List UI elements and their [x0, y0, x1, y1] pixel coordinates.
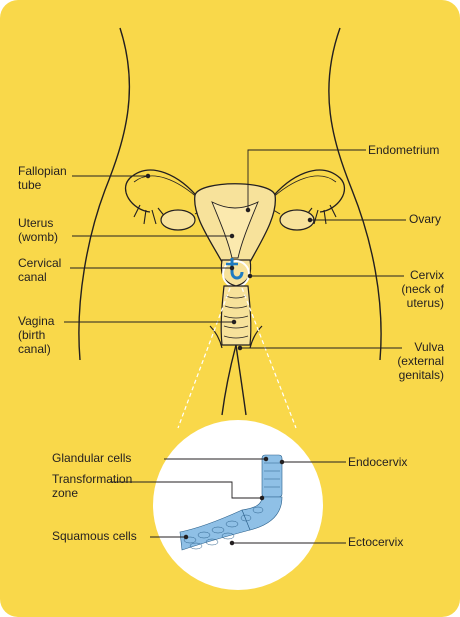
label-ovary: Ovary [409, 212, 442, 226]
leader-lines [64, 149, 406, 546]
cell-texture [183, 462, 280, 550]
body-outline-left [78, 27, 131, 361]
label-uterus: Uterus (womb) [18, 216, 59, 244]
label-cervical-canal: Cervical canal [18, 256, 62, 284]
vulva-left [209, 325, 223, 349]
label-vagina: Vagina (birth canal) [18, 314, 55, 356]
fallopian-tube-right [269, 169, 346, 213]
label-endocervix: Endocervix [348, 455, 408, 469]
fimbriae-right [303, 204, 337, 225]
vulva-right [249, 325, 263, 349]
fallopian-tube-left [124, 169, 201, 213]
ovary-left [160, 209, 196, 231]
vagina [220, 285, 252, 346]
magnified-inset [153, 420, 323, 590]
leg-outline-right [235, 344, 247, 416]
label-squamous-cells: Squamous cells [52, 529, 137, 543]
label-cervix: Cervix (neck of uterus) [401, 268, 444, 310]
leader-transformation-zone [110, 481, 262, 499]
uterine-cavity [211, 201, 259, 259]
label-transformation-zone: Transformation zone [52, 472, 133, 500]
squamous-cells-band [179, 509, 251, 551]
label-ectocervix: Ectocervix [348, 535, 404, 549]
label-glandular-cells: Glandular cells [52, 451, 132, 465]
body-outline-right [328, 27, 382, 361]
leg-outline-left [221, 344, 237, 416]
cell-tissue [179, 454, 283, 551]
fimbriae-left [133, 204, 167, 225]
label-vulva: Vulva (external genitals) [397, 340, 444, 382]
glandular-cells-band [261, 454, 283, 498]
label-fallopian-tube: Fallopian tube [18, 164, 67, 192]
vaginal-rugae [223, 295, 249, 339]
zoom-guide-left [177, 287, 231, 429]
leader-endometrium [247, 149, 366, 210]
label-endometrium: Endometrium [368, 143, 440, 157]
